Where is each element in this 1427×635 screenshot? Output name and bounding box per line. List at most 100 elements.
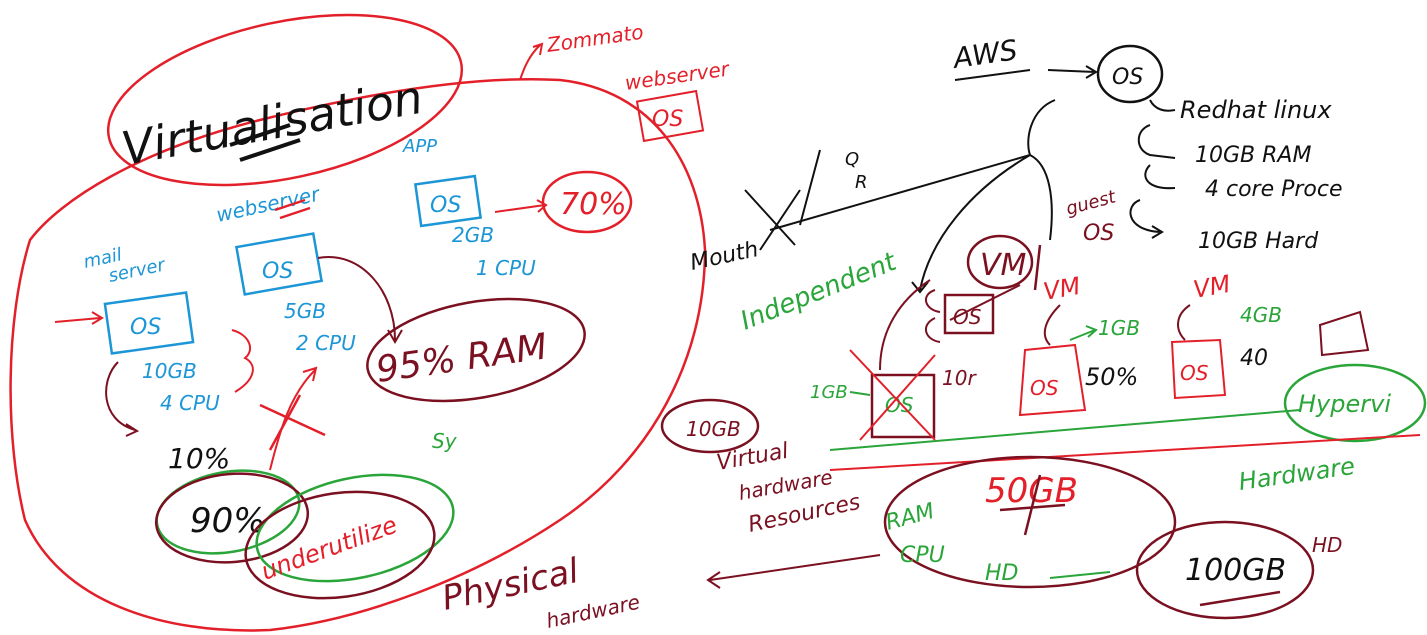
- mouth-letter: Q: [845, 149, 859, 170]
- webserver-cpu-text: 2 CPU: [296, 331, 356, 355]
- vm-3-box: [1170, 338, 1227, 400]
- vm-main-arrow: [949, 284, 1021, 321]
- physical-hardware-text: hardware: [544, 590, 642, 633]
- ram-b-text: 4GB: [1240, 303, 1282, 327]
- resources-strike: [999, 474, 1066, 536]
- tenr-text: 10r: [942, 366, 977, 390]
- guest-text-1: guest: [1064, 186, 1119, 220]
- hypervisor-line: [829, 409, 1301, 451]
- resources-arrow: [706, 554, 881, 589]
- aws-arrow: [1047, 65, 1098, 79]
- small-os-text: OS: [953, 305, 982, 329]
- webserver-to-ram-arrow: [317, 255, 403, 344]
- resources-cpu-label: CPU: [900, 543, 945, 568]
- resources-hd-underline: [1049, 571, 1111, 579]
- ram-a-text: 1GB: [1098, 316, 1140, 340]
- hypervisor-ellipse: [1283, 363, 1427, 443]
- virtual-text-1: Virtual: [715, 439, 791, 476]
- vm-main-ellipse: [966, 234, 1034, 290]
- mouth-cross: [744, 149, 821, 251]
- mail-cpu-text: 4 CPU: [160, 391, 220, 415]
- under-ellipse-maroon: [154, 472, 310, 564]
- independent-text: Independent: [736, 247, 901, 337]
- mouth-text: Mouth: [688, 237, 761, 276]
- webserver-label: webserver: [214, 181, 323, 227]
- ram-usage-text: 95% RAM: [374, 326, 550, 391]
- spec-hd-text: 10GB Hard: [1198, 229, 1319, 254]
- underutilize-ellipse-green: [255, 473, 455, 583]
- resources-ellipse: [883, 455, 1177, 589]
- mouth-arrows: [769, 99, 1056, 294]
- ram-ellipse: [366, 297, 586, 403]
- hd-suffix-text: HD: [1312, 533, 1342, 557]
- guest-text-2: OS: [1083, 221, 1114, 246]
- small-os-brace: [925, 289, 941, 343]
- vm-3-os-text: OS: [1180, 361, 1209, 385]
- spec-cpu-text: 4 core Proce: [1205, 177, 1343, 202]
- title-ellipse: [106, 13, 464, 187]
- cross-mark: [259, 394, 326, 451]
- up-arrow: [269, 366, 318, 471]
- ten-gb-ellipse: [660, 398, 760, 454]
- hd-total-ellipse: [1135, 520, 1315, 620]
- webserver-underline: [274, 198, 311, 220]
- aws-text: AWS: [949, 33, 1019, 75]
- app-ram-text: 2GB: [452, 223, 494, 247]
- app-arrow: [494, 199, 548, 213]
- title-text: Virtualisation: [118, 70, 427, 176]
- spec-branches: [1129, 99, 1176, 239]
- app-usage-text: 70%: [560, 187, 627, 222]
- resources-hd-label: HD: [985, 561, 1018, 586]
- vm-3-link: [1177, 304, 1191, 341]
- hardware-line: [829, 434, 1421, 471]
- mail-os-box: [103, 291, 195, 355]
- app-os-box: [413, 174, 483, 228]
- vm-2-os-text: OS: [1030, 376, 1059, 400]
- vm-curve: [879, 279, 931, 371]
- spec-ram-text: 10GB RAM: [1195, 143, 1311, 168]
- mail-to-usage-arrow: [105, 361, 140, 437]
- hypervisor-text: Hypervi: [1298, 390, 1391, 418]
- vm-2-box: [1018, 343, 1087, 417]
- app-usage-ellipse: [541, 170, 633, 234]
- underutilize-ellipse-maroon: [244, 490, 436, 600]
- vm-2-text: VM: [1041, 272, 1083, 306]
- mail-os-text: OS: [130, 315, 161, 340]
- webserver-top-text: webserver: [623, 56, 732, 95]
- pct-a-text: 50%: [1085, 363, 1138, 391]
- aws-underline: [954, 69, 1031, 81]
- app-cpu-text: 1 CPU: [476, 256, 536, 280]
- hyper-small-box: [1318, 310, 1370, 357]
- webserver-top-os-text: OS: [652, 107, 683, 132]
- webserver-ram-text: 5GB: [284, 299, 326, 323]
- aws-os-circle: [1096, 44, 1164, 104]
- mail-ram-text: 10GB: [142, 359, 197, 383]
- hardware-green-text: Hardware: [1237, 452, 1357, 496]
- outer-red-loop: [9, 77, 707, 632]
- zommato-text: Zommato: [544, 20, 645, 57]
- ten-gb-text: 10GB: [686, 417, 741, 441]
- webserver-os-box: [234, 232, 324, 296]
- mail-usage-text: 10%: [168, 442, 230, 475]
- mail-brace: [231, 329, 254, 393]
- title-underline: [229, 123, 301, 162]
- vm-separator: [1033, 244, 1042, 291]
- vm-3-text: VM: [1191, 270, 1233, 304]
- one-gb-text: 1GB: [810, 382, 848, 403]
- webserver-os-text: OS: [262, 259, 293, 284]
- app-label: APP: [402, 136, 437, 157]
- sy-text: Sy: [432, 429, 458, 453]
- vm-2-link: [1043, 304, 1061, 346]
- crossed-os-box: [870, 373, 936, 439]
- pct-b-text: 40: [1240, 346, 1268, 371]
- spec-os-text: Redhat linux: [1180, 96, 1332, 124]
- zommato-arrow: [519, 42, 544, 81]
- mail-input-arrow: [54, 311, 104, 325]
- webserver-top-os-box: [635, 89, 705, 143]
- under-usage-text: 90%: [190, 501, 266, 541]
- aws-os-text: OS: [1112, 65, 1143, 90]
- hd-total-text: 100GB: [1185, 553, 1286, 588]
- hd-total-underline: [1199, 590, 1281, 607]
- small-os-box: [943, 293, 995, 335]
- ram-a-arrow: [1069, 325, 1098, 341]
